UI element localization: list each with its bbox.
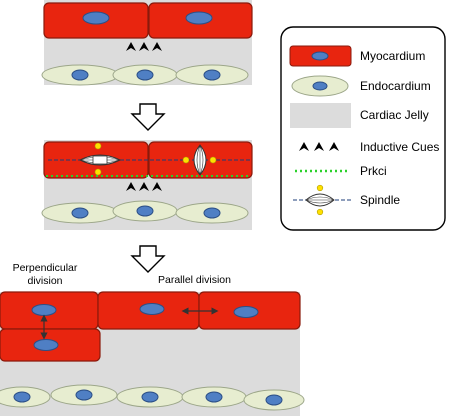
nucleus: [82, 11, 110, 25]
down-arrow-icon: [130, 245, 166, 273]
legend-label-prkci: Prkci: [360, 164, 387, 178]
inductive-cues-icon: [126, 42, 162, 51]
nucleus: [203, 207, 221, 219]
legend-label-endocardium: Endocardium: [360, 79, 431, 93]
nucleus: [75, 389, 93, 401]
stage-1-tissue: [41, 0, 253, 86]
vertical-spindle: [182, 144, 217, 176]
nucleus: [265, 394, 283, 406]
myocardium-icon: [289, 45, 352, 67]
nucleus: [31, 304, 57, 316]
nucleus: [71, 207, 89, 219]
nucleus: [139, 303, 165, 315]
horizontal-spindle: [78, 142, 122, 176]
stage-2-tissue: [41, 140, 253, 230]
nucleus: [33, 339, 59, 351]
nucleus: [205, 391, 223, 403]
legend-label-cardiac-jelly: Cardiac Jelly: [360, 108, 429, 122]
legend-box: [280, 26, 446, 231]
inductive-cues-icon: [126, 182, 162, 191]
legend-label-spindle: Spindle: [360, 193, 401, 207]
nucleus: [203, 69, 221, 81]
nucleus: [71, 69, 89, 81]
legend-label-inductive-cues: Inductive Cues: [360, 140, 440, 154]
inductive-cues-icon: [299, 142, 339, 151]
nucleus: [136, 205, 154, 217]
legend-label-myocardium: Myocardium: [360, 49, 426, 63]
nucleus: [136, 69, 154, 81]
cardiac-jelly-icon: [290, 103, 351, 128]
spindle-icon: [293, 184, 351, 216]
perpendicular-division-label: Perpendicular division: [12, 262, 78, 287]
endocardium-icon: [291, 75, 349, 97]
nucleus: [233, 306, 259, 318]
nucleus: [13, 391, 31, 403]
nucleus: [185, 11, 213, 25]
stage-3-tissue: [0, 291, 305, 416]
nucleus: [141, 391, 159, 403]
down-arrow-icon: [130, 103, 166, 131]
parallel-division-label: Parallel division: [158, 274, 231, 286]
